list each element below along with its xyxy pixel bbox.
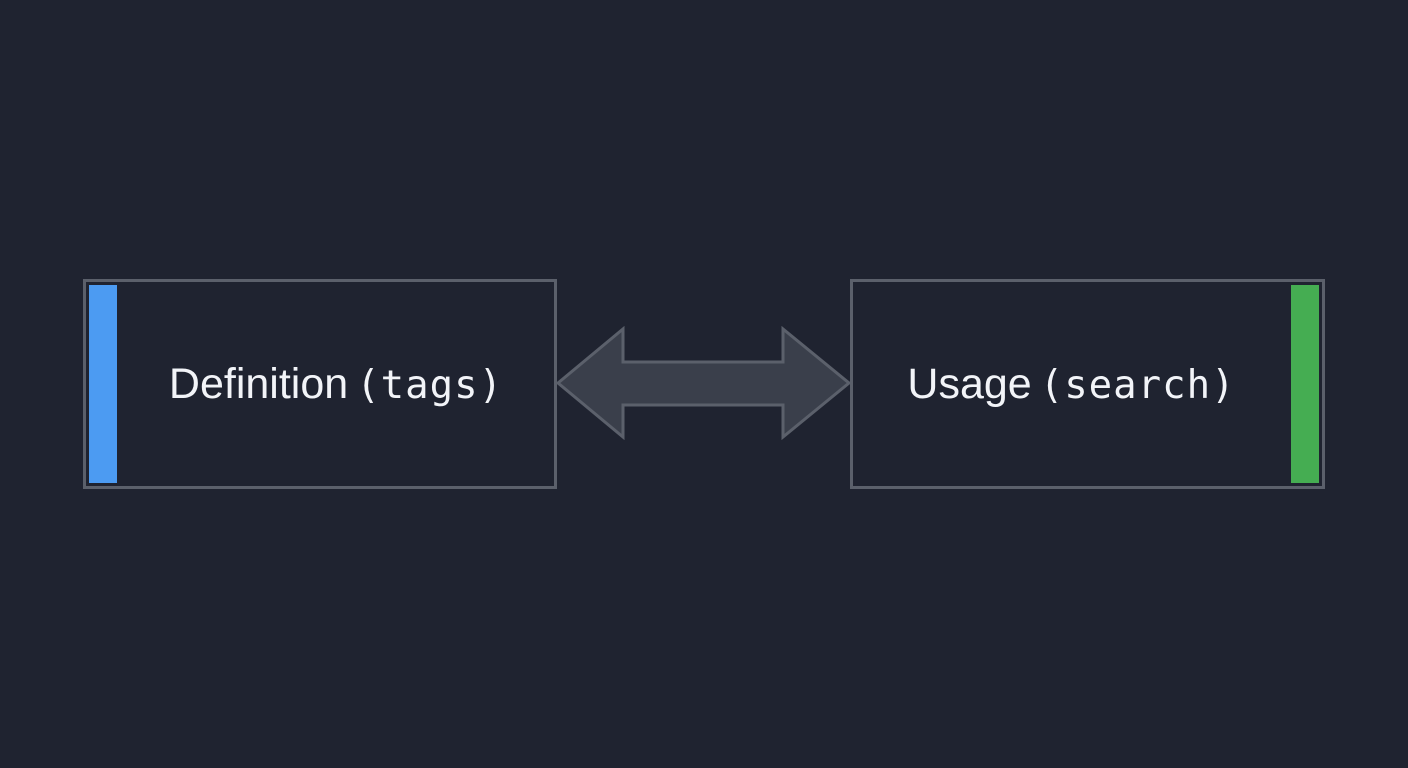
definition-accent-bar bbox=[89, 285, 117, 483]
bidirectional-arrow-shape bbox=[555, 326, 852, 440]
usage-accent-bar bbox=[1291, 285, 1319, 483]
definition-title: Definition bbox=[168, 360, 349, 408]
usage-title: Usage bbox=[907, 360, 1032, 408]
definition-label: Definition(tags) bbox=[169, 359, 503, 409]
definition-detail: (tags) bbox=[356, 363, 504, 408]
usage-detail: (search) bbox=[1039, 363, 1236, 408]
usage-label: Usage(search) bbox=[907, 359, 1235, 409]
definition-box: Definition(tags) bbox=[83, 279, 557, 489]
usage-box: Usage(search) bbox=[850, 279, 1325, 489]
bidirectional-arrow-icon bbox=[555, 326, 852, 440]
